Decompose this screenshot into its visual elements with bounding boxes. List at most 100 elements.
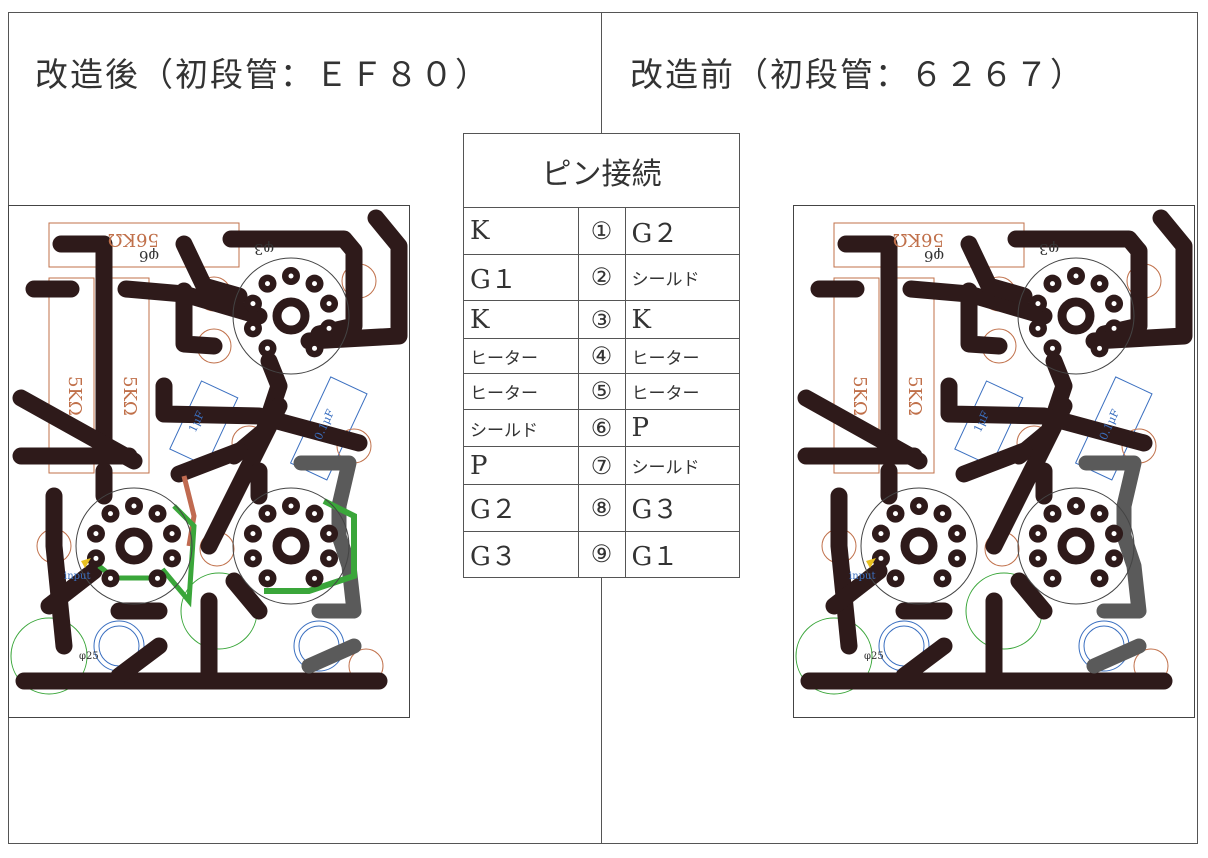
pin-left-cell: K	[463, 207, 579, 255]
gray-trace	[1078, 455, 1147, 674]
pin-hole	[1097, 511, 1103, 517]
copper-trace	[960, 235, 1033, 305]
resistor-label-5k: 5KΩ	[64, 376, 85, 416]
copper-trace	[1010, 572, 1053, 620]
pin-hole	[940, 511, 946, 517]
pin-hole	[326, 325, 332, 331]
pin-hole	[1097, 281, 1103, 287]
pin-hole	[169, 555, 175, 561]
pin-table-title: ピン接続	[463, 132, 740, 209]
copper-trace	[1007, 230, 1148, 343]
pin-hole	[264, 511, 270, 517]
resistor-label-56k: 56KΩ	[108, 229, 159, 250]
copper-trace	[110, 637, 168, 685]
copper-trace	[300, 209, 408, 350]
copper-trace	[225, 572, 268, 620]
copper-trace	[960, 282, 1008, 355]
pin-hole	[288, 503, 294, 509]
tube-socket-center	[115, 527, 153, 565]
pin-hole	[1097, 575, 1103, 581]
pin-hole	[1111, 531, 1117, 537]
pin-right-cell: G２	[624, 207, 740, 255]
copper-trace	[175, 235, 248, 305]
pin-hole	[107, 575, 113, 581]
pin-hole	[1035, 301, 1041, 307]
title-after-mod: 改造後（初段管：ＥＦ８０）	[35, 55, 490, 94]
copper-wire	[181, 475, 197, 547]
resistor-label-5k: 5KΩ	[849, 376, 870, 416]
tube-socket-outline	[232, 487, 350, 605]
pin-num-cell: ⑥	[577, 408, 626, 448]
tube-socket-center	[1057, 527, 1095, 565]
pin-hole	[954, 555, 960, 561]
pin-hole	[288, 273, 294, 279]
copper-trace	[955, 442, 1033, 483]
pin-hole	[326, 301, 332, 307]
pin-left-cell: P	[463, 446, 579, 486]
pin-hole	[892, 511, 898, 517]
pin-num-cell: ①	[577, 207, 626, 255]
component-outline	[795, 617, 873, 695]
pin-hole	[878, 555, 884, 561]
pin-num-cell: ⑦	[577, 446, 626, 486]
pin-hole	[264, 575, 270, 581]
pin-hole	[264, 281, 270, 287]
pin-hole	[1111, 325, 1117, 331]
copper-trace	[155, 377, 368, 452]
pin-hole	[107, 511, 113, 517]
pin-hole	[312, 281, 318, 287]
pin-hole	[1111, 301, 1117, 307]
phi25-label: φ25	[864, 651, 884, 662]
copper-trace	[940, 377, 1153, 452]
pin-hole	[250, 325, 256, 331]
copper-trace	[45, 487, 73, 655]
input-arrow-icon	[81, 558, 91, 568]
pin-hole	[1049, 575, 1055, 581]
phi6-label: φ6	[924, 247, 944, 265]
pin-left-cell: G２	[463, 484, 579, 532]
tube-socket-center	[272, 527, 310, 565]
pin-hole	[1111, 555, 1117, 561]
phi6-label: φ6	[139, 247, 159, 265]
copper-trace	[170, 442, 248, 483]
input-label: input	[849, 571, 876, 582]
pin-hole	[1049, 345, 1055, 351]
pin-hole	[892, 575, 898, 581]
copper-trace	[830, 487, 858, 655]
pin-hole	[1073, 503, 1079, 509]
pin-num-cell: ⑨	[577, 530, 626, 579]
tube-socket-outline	[860, 487, 978, 605]
resistor-label-5k: 5KΩ	[119, 376, 140, 416]
pin-num-cell: ②	[577, 253, 626, 302]
pin-hole	[1049, 281, 1055, 287]
pin-hole	[312, 511, 318, 517]
pin-num-cell: ⑧	[577, 484, 626, 532]
copper-trace	[222, 230, 363, 343]
component-outline	[10, 617, 88, 695]
pin-right-cell: P	[624, 408, 740, 448]
phi3-label: φ3	[1039, 240, 1059, 258]
tube-socket-outline	[1017, 257, 1135, 375]
copper-trace	[200, 397, 288, 555]
pin-right-cell: ヒーター	[624, 337, 740, 375]
pin-right-cell: ヒーター	[624, 373, 740, 410]
pin-hole	[878, 531, 884, 537]
pin-hole	[312, 345, 318, 351]
resistor-outline	[833, 277, 880, 474]
pin-left-cell: シールド	[463, 408, 579, 448]
pin-right-cell: K	[624, 300, 740, 339]
copper-trace	[52, 235, 113, 460]
tube-socket-center	[272, 297, 310, 335]
copper-trace	[1085, 209, 1193, 350]
pin-left-cell: ヒーター	[463, 337, 579, 375]
tube-socket-outline	[1017, 487, 1135, 605]
pin-hole	[250, 531, 256, 537]
